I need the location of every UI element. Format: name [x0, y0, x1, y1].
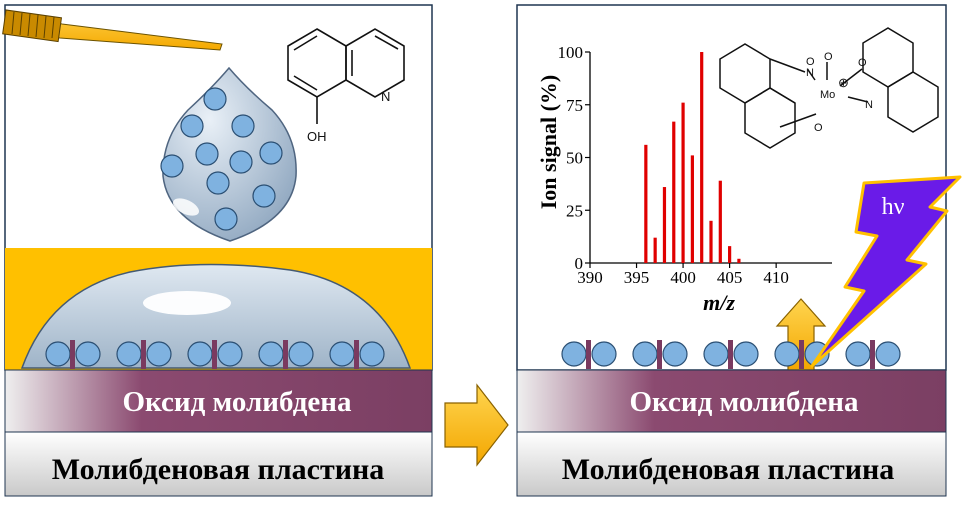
spectrum-peak	[681, 102, 685, 263]
spectrum-peak	[653, 237, 657, 263]
complex-o2-label: O	[806, 56, 815, 68]
right-surface-particles	[561, 340, 901, 369]
y-tick-label: 100	[558, 43, 584, 62]
x-tick-label: 395	[624, 268, 650, 287]
right-oxide-layer	[516, 369, 947, 433]
y-tick-label: 25	[566, 201, 583, 220]
complex-o4-label: O	[858, 57, 867, 69]
droplet	[160, 66, 297, 242]
process-arrow	[444, 383, 509, 467]
left-surface-particles	[45, 340, 385, 369]
right-plate-label: Молибденовая пластина	[562, 453, 895, 486]
spectrum-peak	[672, 121, 676, 263]
spectrum-peak	[644, 144, 648, 263]
spectrum-peak	[737, 258, 741, 263]
x-tick-label: 410	[763, 268, 789, 287]
right-panel: Ion signal (%) m/z 0 25 50 75 100 390 395 400 40…	[516, 4, 962, 497]
droplet-particles	[160, 87, 283, 231]
spectrum-peak	[718, 180, 722, 263]
x-tick-label: 390	[577, 268, 603, 287]
left-panel: N OH Оксид молибдена	[2, 4, 433, 497]
spectrum-peak	[662, 187, 667, 263]
pipette-icon	[2, 9, 223, 51]
spectrum-peak	[690, 155, 694, 263]
left-oxide-label: Оксид молибдена	[122, 386, 352, 418]
x-tick-label: 405	[717, 268, 743, 287]
y-tick-label: 0	[575, 254, 584, 273]
y-axis-label: Ion signal (%)	[536, 75, 561, 209]
spectrum-peak	[728, 246, 732, 263]
dried-droplet-dome	[20, 263, 412, 369]
complex-charge-icon: ⊕	[838, 75, 849, 90]
left-plate-label: Молибденовая пластина	[52, 453, 385, 486]
quinoline-n-label: N	[381, 89, 390, 104]
complex-metal-label: Mo	[820, 89, 835, 101]
complex-n2-label: N	[865, 99, 873, 111]
left-oxide-layer	[4, 369, 433, 433]
complex-o3-label: O	[814, 122, 823, 134]
left-mo-plate	[4, 431, 433, 497]
x-tick-label: 400	[670, 268, 696, 287]
spectrum-peak	[700, 52, 704, 263]
right-oxide-label: Оксид молибдена	[629, 386, 859, 418]
light-pulse-icon	[810, 175, 962, 368]
y-tick-label: 75	[566, 96, 583, 115]
x-axis-label: m/z	[703, 290, 735, 315]
spectrum-peak	[709, 220, 713, 263]
complex-o1-label: O	[824, 51, 833, 63]
mass-spectrum-chart: Ion signal (%) m/z 0 25 50 75 100 390 395 400 40…	[536, 43, 832, 315]
mo-complex-structure	[719, 27, 939, 149]
hydroxyquinoline-structure	[287, 28, 405, 124]
y-tick-label: 50	[566, 149, 583, 168]
right-mo-plate	[516, 431, 947, 497]
light-label: hν	[882, 194, 905, 220]
complex-n1-label: N	[806, 67, 814, 79]
quinoline-oh-label: OH	[307, 129, 327, 144]
